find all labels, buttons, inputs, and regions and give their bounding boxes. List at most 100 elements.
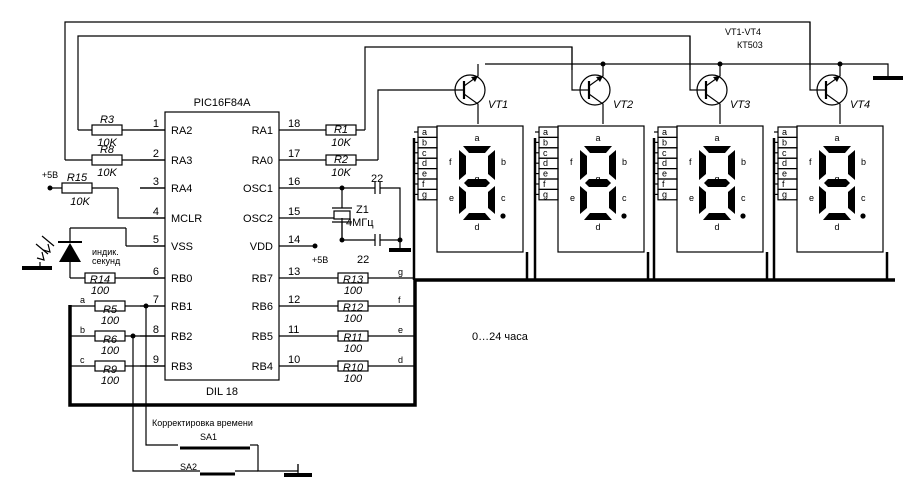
mcu-pin-name: RB7: [252, 273, 273, 285]
switch-ground-wire: [257, 445, 299, 472]
mcu-pin-num: 6: [153, 266, 159, 278]
segment-label: a: [595, 133, 600, 143]
segment-label: b: [501, 157, 506, 167]
r6-id: R6: [103, 334, 118, 346]
vt-header-2: КТ503: [737, 40, 763, 50]
mcu-pin-num: 15: [288, 206, 300, 218]
led-label-1: индик.: [92, 247, 119, 257]
mcu-pin-name: RB6: [252, 301, 273, 313]
r14-id: R14: [90, 274, 110, 286]
digit-pin-label: e: [422, 169, 427, 179]
mcu-pin-num: 4: [153, 206, 159, 218]
digit-display: [796, 125, 884, 253]
transistor-label: VT2: [613, 99, 633, 111]
r13-value: 100: [344, 285, 363, 297]
transistor-label: VT1: [488, 99, 508, 111]
mcu-pin-name: RA4: [171, 183, 192, 195]
resistor-r13: R13 100 g: [279, 267, 415, 297]
digit-pin-label: c: [662, 148, 667, 158]
digit-pin-label: b: [782, 137, 787, 147]
digit-pin-label: f: [662, 179, 665, 189]
c2-value: 22: [357, 254, 369, 266]
resistor-r14: R14 100: [84, 272, 116, 297]
crystal-z1: Z1 4МГц 22 22: [279, 173, 411, 266]
segment-label: g: [834, 174, 839, 184]
r8-id: R8: [100, 144, 115, 156]
segment-label: b: [741, 157, 746, 167]
resistor-r8: R8 10K: [65, 144, 165, 179]
switch-sa2[interactable]: SA2: [170, 462, 258, 476]
resistor-r9: R9 100 c: [70, 355, 165, 387]
r6-value: 100: [101, 345, 120, 357]
mcu-pin-name: VDD: [250, 241, 273, 253]
digit-pin-label: d: [543, 158, 548, 168]
mcu-pin-num: 9: [153, 354, 159, 366]
net-c-left: c: [80, 355, 85, 365]
sa1-label: SA1: [200, 432, 217, 442]
switch-sa1[interactable]: SA1: [160, 432, 258, 450]
mcu-pin-name: RA2: [171, 125, 192, 137]
segment-label: b: [622, 157, 627, 167]
digit-pin-label: c: [782, 148, 787, 158]
z1-freq: 4МГц: [346, 217, 374, 229]
digit-pin-label: g: [782, 189, 787, 199]
resistor-r6: R6 100 b: [70, 325, 165, 357]
digit-pin-label: b: [543, 137, 548, 147]
segment-label: f: [570, 157, 573, 167]
vt-header-1: VT1-VT4: [725, 27, 761, 37]
digit-pin-label: c: [422, 148, 427, 158]
resistor-r2: R2 10K: [279, 154, 378, 179]
r3-id: R3: [100, 114, 115, 126]
segment-label: b: [861, 157, 866, 167]
r11-id: R11: [343, 332, 362, 344]
resistor-r10: R10 100 d: [279, 355, 415, 385]
mcu-pin-num: 14: [288, 234, 300, 246]
segment-label: c: [861, 193, 866, 203]
r13-id: R13: [343, 274, 364, 286]
digit-pin-label: a: [422, 127, 427, 137]
resistor-r15: +5В R15 10K: [42, 170, 165, 219]
r15-value: 10K: [70, 196, 90, 208]
r15-id: R15: [67, 172, 88, 184]
digit-pin-label: e: [662, 169, 667, 179]
digit-display: [676, 125, 764, 253]
segment-label: e: [689, 193, 694, 203]
mcu-pin-num: 7: [153, 294, 159, 306]
segment-label: a: [474, 133, 479, 143]
r10-value: 100: [344, 373, 363, 385]
resistor-r11: R11 100 e: [279, 325, 415, 355]
mcu-chip: PIC16F84A DIL 18 1RA22RA33RA44MCLR5VSS6R…: [140, 97, 300, 398]
mcu-pin-num: 12: [288, 294, 300, 306]
r9-id: R9: [103, 364, 117, 376]
segment-label: a: [834, 133, 839, 143]
segment-label: d: [474, 222, 479, 232]
digit-pin-label: g: [662, 189, 667, 199]
resistor-r12: R12 100 f: [279, 295, 415, 325]
segment-label: d: [834, 222, 839, 232]
digit-pin-label: g: [543, 189, 548, 199]
mcu-pin-name: VSS: [171, 241, 193, 253]
mcu-pin-name: RA0: [252, 155, 273, 167]
digit-display: [436, 125, 524, 253]
mcu-name: PIC16F84A: [194, 97, 252, 109]
net-f-right: f: [398, 295, 401, 305]
digit-pin-label: f: [422, 179, 425, 189]
switch-caption: Корректировка времени: [152, 418, 253, 428]
plus5-left: +5В: [42, 170, 58, 180]
resistor-r1: R1 10K: [279, 124, 365, 149]
segment-label: e: [449, 193, 454, 203]
segment-label: g: [474, 174, 479, 184]
mcu-pin-name: RB1: [171, 301, 192, 313]
mcu-pin-name: RA1: [252, 125, 273, 137]
mcu-pin-name: RB2: [171, 331, 192, 343]
digit-pin-label: a: [782, 127, 787, 137]
segment-label: e: [809, 193, 814, 203]
segment-label: g: [595, 174, 600, 184]
digit-pin-label: d: [422, 158, 427, 168]
segment-label: c: [501, 193, 506, 203]
r8-value: 10K: [97, 167, 117, 179]
segment-label: f: [809, 157, 812, 167]
segment-label: f: [689, 157, 692, 167]
mcu-pin-name: RB4: [252, 361, 273, 373]
digit-pin-label: b: [662, 137, 667, 147]
